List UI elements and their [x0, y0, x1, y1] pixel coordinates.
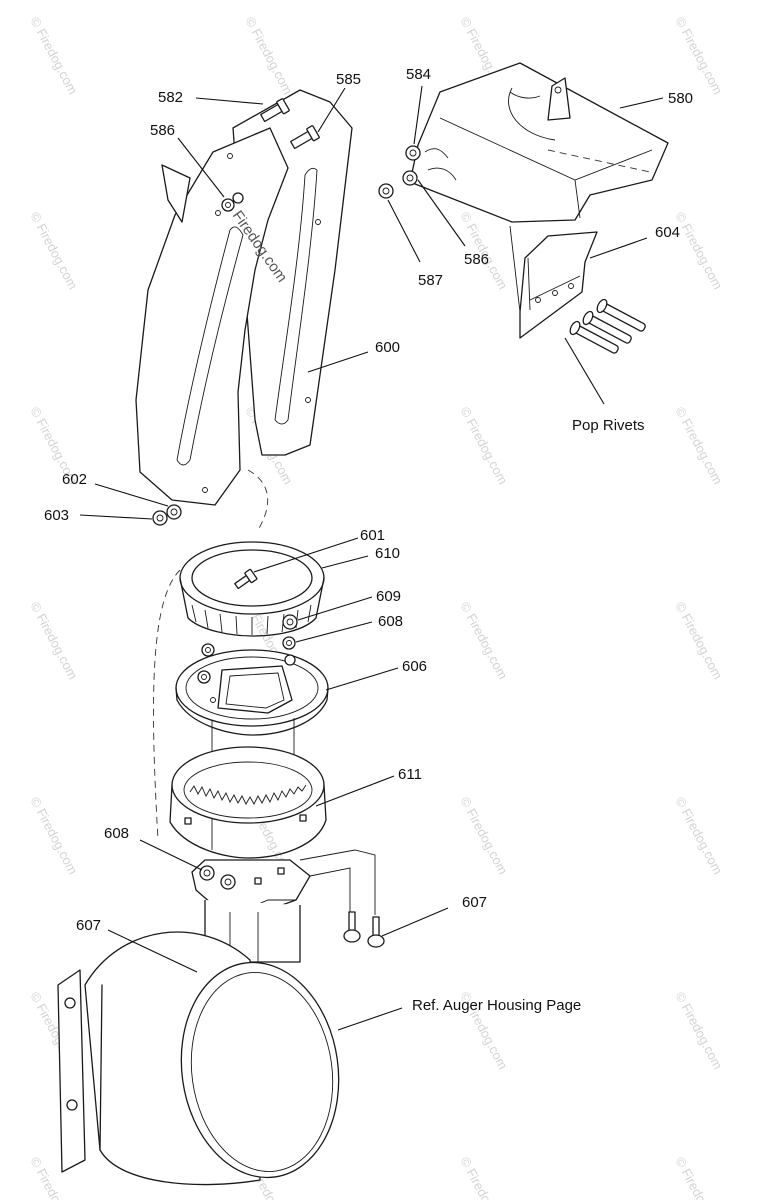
- watermark-text: © Firedog.com: [27, 794, 80, 876]
- chute-deflector-part: [402, 62, 669, 223]
- watermark-text: © Firedog.com: [672, 989, 725, 1071]
- label-601: 601: [360, 527, 385, 544]
- label-600: 600: [375, 339, 400, 356]
- washer-608-upper-part: [201, 636, 296, 657]
- watermark-text: © Firedog.com: [672, 209, 725, 291]
- watermark-text: © Firedog.com: [672, 404, 725, 486]
- label-608-upper: 608: [378, 613, 403, 630]
- watermark-text: © Firedog.com: [27, 599, 80, 681]
- base-plate-part: [191, 849, 376, 963]
- watermark-text: © Firedog.com: [672, 599, 725, 681]
- label-607-right: 607: [462, 894, 487, 911]
- label-606: 606: [402, 658, 427, 675]
- watermark-text: © Firedog.com: [672, 1154, 725, 1200]
- watermark-text: © Firedog.com: [672, 794, 725, 876]
- deflector-blade-part: [509, 225, 598, 339]
- washer-609-part: [282, 614, 298, 630]
- label-pop-rivets: Pop Rivets: [572, 417, 645, 434]
- washer-602-part: [166, 504, 182, 520]
- nut-603-part: [152, 510, 168, 526]
- label-607-left: 607: [76, 917, 101, 934]
- label-582: 582: [158, 89, 183, 106]
- upper-ring-part: [153, 541, 325, 841]
- watermark-text: © Firedog.com: [672, 14, 725, 96]
- watermark-text: © Firedog.com: [27, 14, 80, 96]
- watermark-text: © Firedog.com: [27, 209, 80, 291]
- label-611: 611: [398, 766, 422, 783]
- label-585: 585: [336, 71, 361, 88]
- gear-ring-part: [169, 746, 327, 859]
- nut-587-part: [378, 183, 394, 199]
- label-584: 584: [406, 66, 431, 83]
- leader-lines: [79, 85, 664, 1031]
- label-ref-auger-housing: Ref. Auger Housing Page: [412, 997, 581, 1014]
- watermark-text: © Firedog.com: [242, 14, 295, 96]
- label-609: 609: [376, 588, 401, 605]
- plate-606-part: [175, 649, 329, 850]
- pop-rivets-part: [569, 298, 646, 354]
- label-586-lower: 586: [464, 251, 489, 268]
- watermark-text: © Firedog.com: [457, 404, 510, 486]
- label-587: 587: [418, 272, 443, 289]
- part-labels: 582 585 586 584 580 586 587 604 Pop Rive…: [44, 66, 693, 1014]
- chute-bracket-part: [135, 89, 353, 531]
- watermark-text: © Firedog.com: [457, 599, 510, 681]
- label-586-upper: 586: [150, 122, 175, 139]
- label-580: 580: [668, 90, 693, 107]
- label-603: 603: [44, 507, 69, 524]
- label-604: 604: [655, 224, 680, 241]
- chute-housing-part: [57, 931, 340, 1186]
- watermark-text: © Firedog.com: [457, 794, 510, 876]
- label-608-lower: 608: [104, 825, 129, 842]
- label-610: 610: [375, 545, 400, 562]
- watermark-text: © Firedog.com: [457, 1154, 510, 1200]
- label-602: 602: [62, 471, 87, 488]
